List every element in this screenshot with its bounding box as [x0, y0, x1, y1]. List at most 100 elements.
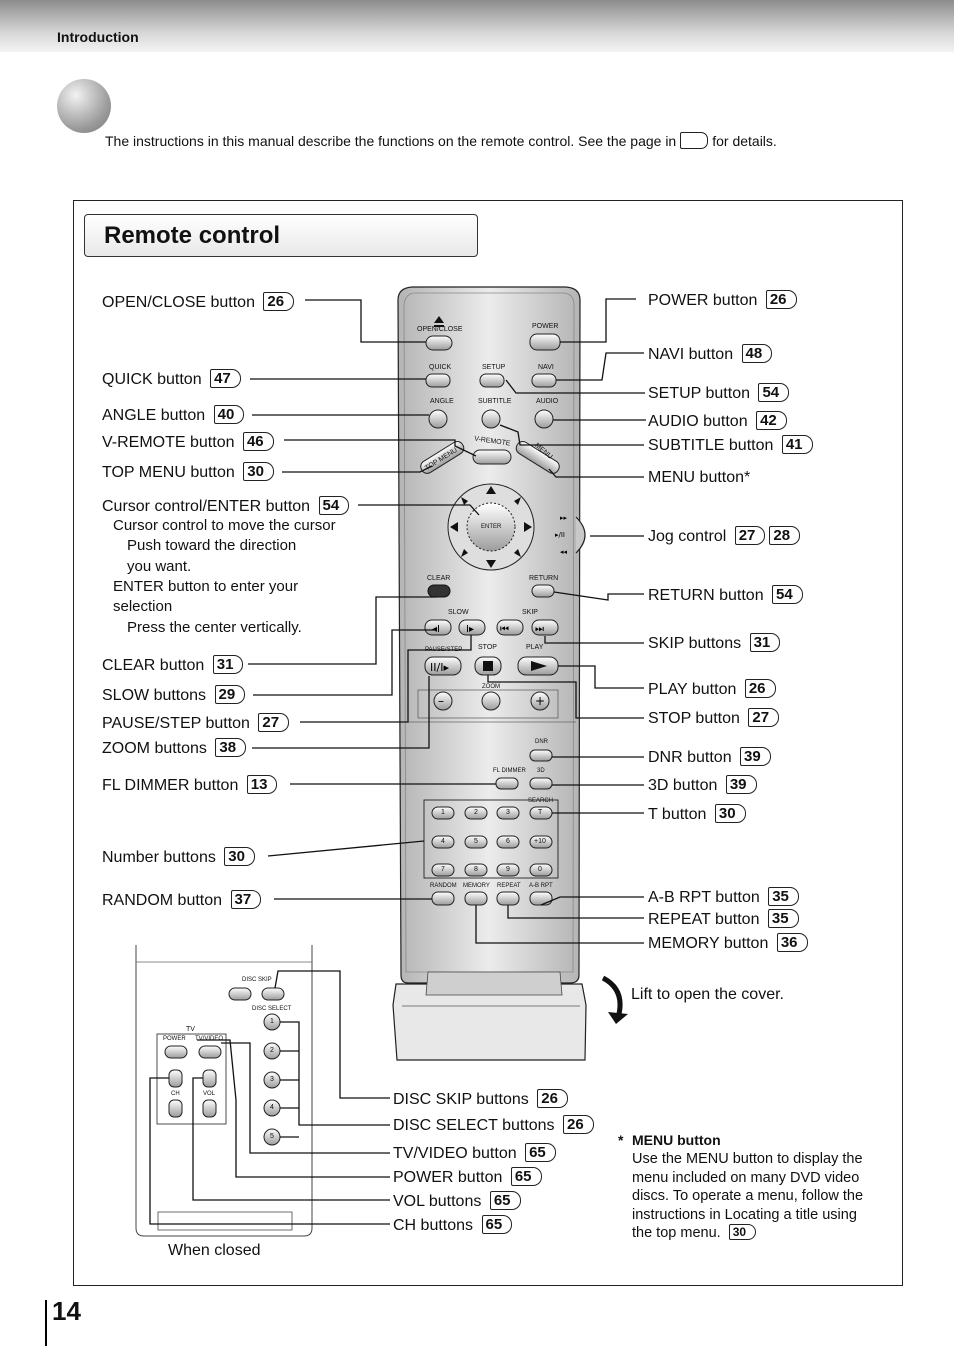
callout-pause: PAUSE/STEP button 27	[102, 713, 290, 733]
quick-remote-button	[425, 373, 451, 388]
angle-remote-button	[428, 409, 448, 429]
key-3: 3	[506, 809, 510, 816]
closed-label-disc-select: DISC SELECT	[252, 1006, 292, 1012]
callout-lift: Lift to open the cover.	[631, 986, 784, 1003]
svg-text:⏭: ⏭	[535, 624, 544, 635]
remote-label-random: RANDOM	[430, 883, 457, 889]
svg-text:▸▸: ▸▸	[560, 514, 568, 522]
note-line: discs. To operate a menu, follow the	[632, 1188, 864, 1204]
note-line: the top menu. 30	[632, 1224, 757, 1243]
page-reference-icon	[680, 132, 709, 149]
intro-text: The instructions in this manual describe…	[105, 132, 777, 149]
eject-icon	[434, 316, 444, 323]
remote-label-search: SEARCH	[528, 798, 554, 804]
closed-remote-body	[135, 945, 313, 1237]
vol-down-button	[202, 1099, 217, 1118]
key-5: 5	[474, 838, 478, 845]
dnr-remote-button	[529, 749, 553, 762]
slow-back-button	[424, 619, 452, 636]
zoom-minus-button	[433, 691, 453, 711]
remote-label-return: RETURN	[529, 575, 559, 582]
remote-label-navi: NAVI	[538, 364, 554, 371]
tv-power-button	[164, 1045, 188, 1059]
random-remote-button	[431, 891, 455, 906]
tv-video-button	[198, 1045, 222, 1059]
closed-label-tv: TV	[186, 1026, 195, 1033]
callout-play: PLAY button 26	[648, 679, 776, 699]
callout-power: POWER button 26	[648, 290, 797, 310]
callout-tv-power: POWER button 65	[393, 1167, 542, 1187]
note-line: instructions in Locating a title using	[632, 1207, 857, 1223]
svg-text:▸/II: ▸/II	[555, 531, 565, 539]
callout-slow: SLOW buttons 29	[102, 685, 246, 705]
title-box: Remote control	[84, 214, 478, 257]
subtitle-remote-button	[481, 409, 501, 429]
callout-cursor: Cursor control/ENTER button 54	[102, 496, 350, 516]
closed-label-disc-skip: DISC SKIP	[242, 977, 272, 983]
page-ref: 26	[263, 292, 295, 311]
key-plus10: +10	[534, 838, 546, 845]
cursor-desc-3: you want.	[127, 558, 192, 575]
disc-key-5: 5	[270, 1133, 274, 1140]
remote-label-audio: AUDIO	[536, 398, 559, 405]
open-close-button	[425, 335, 453, 351]
setup-remote-button	[479, 373, 505, 388]
key-6: 6	[506, 838, 510, 845]
callout-repeat: REPEAT button 35	[648, 909, 799, 929]
cursor-desc-5: selection	[113, 598, 173, 615]
callout-number: Number buttons 30	[102, 847, 255, 867]
svg-text:+: +	[535, 694, 545, 708]
remote-label-slow: SLOW	[448, 609, 469, 616]
key-1: 1	[441, 809, 445, 816]
callout-vol: VOL buttons 65	[393, 1191, 521, 1211]
key-4: 4	[441, 838, 445, 845]
section-bullet-icon	[57, 79, 111, 133]
remote-cover	[392, 983, 587, 1061]
closed-label-tv-video: TV/VIDEO	[195, 1036, 224, 1042]
key-0: 0	[538, 866, 542, 873]
callout-memory: MEMORY button 36	[648, 933, 808, 953]
remote-label-open-close: OPEN/CLOSE	[417, 326, 463, 333]
lift-arrow-icon	[601, 975, 623, 1019]
content-frame	[73, 200, 903, 1286]
callout-ab-rpt: A-B RPT button 35	[648, 887, 799, 907]
navi-remote-button	[531, 373, 557, 388]
disc-select-buttons	[263, 1013, 281, 1146]
callout-disc-select: DISC SELECT buttons 26	[393, 1115, 594, 1135]
callout-setup: SETUP button 54	[648, 383, 790, 403]
disc-key-3: 3	[270, 1076, 274, 1083]
remote-label-dnr: DNR	[535, 739, 548, 745]
remote-label-zoom: ZOOM	[482, 684, 500, 690]
page-number-bar	[45, 1300, 47, 1346]
remote-label-play: PLAY	[526, 644, 544, 651]
remote-label-clear: CLEAR	[427, 575, 451, 582]
key-8: 8	[474, 866, 478, 873]
disc-skip-back-button	[228, 987, 252, 1001]
cursor-desc-4: ENTER button to enter your	[113, 578, 299, 595]
note-line: Use the MENU button to display the	[632, 1151, 863, 1167]
callout-navi: NAVI button 48	[648, 344, 773, 364]
callout-subtitle: SUBTITLE button 41	[648, 435, 813, 455]
zoom-reset-button	[481, 691, 501, 711]
key-2: 2	[474, 809, 478, 816]
cursor-desc-2: Push toward the direction	[127, 537, 297, 554]
callout-top-menu: TOP MENU button 30	[102, 462, 274, 482]
audio-remote-button	[534, 409, 554, 429]
callout-ch: CH buttons 65	[393, 1215, 513, 1235]
svg-text:◂◂: ◂◂	[560, 548, 568, 556]
remote-label-stop: STOP	[478, 644, 497, 651]
disc-key-2: 2	[270, 1047, 274, 1054]
fl-dimmer-remote-button	[495, 777, 519, 790]
vol-up-button	[202, 1069, 217, 1088]
callout-zoom: ZOOM buttons 38	[102, 738, 247, 758]
callout-tv-video: TV/VIDEO button 65	[393, 1143, 556, 1163]
cursor-desc-6: Press the center vertically.	[127, 619, 302, 636]
disc-key-4: 4	[270, 1104, 274, 1111]
callout-audio: AUDIO button 42	[648, 411, 787, 431]
svg-text:I▸: I▸	[466, 624, 474, 635]
zoom-plus-button	[530, 691, 550, 711]
section-title: Introduction	[57, 29, 139, 45]
skip-forward-button	[531, 619, 559, 636]
closed-label-power: POWER	[163, 1036, 186, 1042]
